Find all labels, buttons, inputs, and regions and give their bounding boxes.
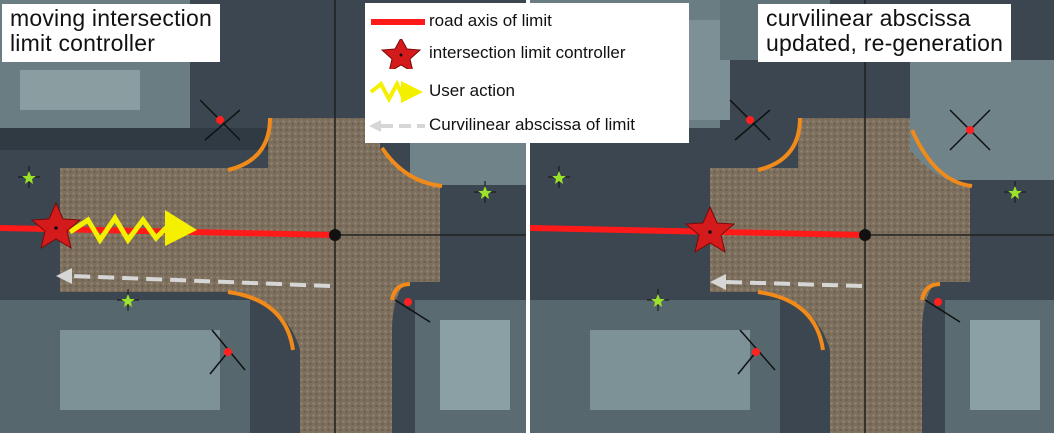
grey-dashed-arrow-icon [369,120,425,132]
yellow-arrow-icon [369,79,423,104]
curb-line [380,146,443,188]
intersection-pavement [60,118,440,433]
legend-label: User action [429,81,515,100]
legend-item-controller: intersection limit controller [365,39,689,69]
legend-item-user-action: User action [365,77,689,107]
curb-line [757,290,825,351]
curb-line [757,117,802,172]
node-marker [729,99,771,141]
curvilinear-abscissa-arrow [710,274,863,290]
caption-line-2: updated, re-generation [766,30,1004,56]
node-marker [737,329,776,375]
curb-line [227,117,272,172]
curvilinear-abscissa-arrow [56,268,331,288]
curb-line [390,282,411,301]
curb-line [227,290,295,351]
node-marker [209,329,246,375]
legend-item-abscissa: Curvilinear abscissa of limit [365,111,689,141]
legend-label: intersection limit controller [429,43,626,62]
green-star-marker [474,181,496,203]
building-block [410,140,526,185]
caption-line-2: limit controller [10,30,156,56]
panel-left-caption: moving intersection limit controller [2,4,220,62]
red-star-icon [380,39,422,69]
building-block [910,60,1054,180]
panel-divider [526,0,530,433]
user-action-arrow [68,210,197,246]
legend-label: road axis of limit [429,11,552,30]
green-star-marker [548,166,570,188]
node-marker [394,298,431,323]
green-star-marker [117,289,139,311]
green-star-marker [647,289,669,311]
node-marker [199,99,241,141]
legend: road axis of limit intersection limit co… [365,3,689,143]
caption-line-1: curvilinear abscissa [766,5,971,31]
legend-label: Curvilinear abscissa of limit [429,115,635,134]
node-marker [949,109,991,151]
axis-end-node [329,229,341,241]
node-marker [924,298,961,323]
intersection-limit-controller-star [30,201,82,250]
panel-right-caption: curvilinear abscissa updated, re-generat… [758,4,1012,62]
green-star-marker [1004,181,1026,203]
red-line-icon [371,19,425,25]
legend-item-road-axis: road axis of limit [365,7,689,37]
caption-line-1: moving intersection [10,5,212,31]
intersection-limit-controller-star [684,205,736,254]
intersection-pavement [710,118,970,433]
curb-line [920,282,941,301]
axis-end-node [859,229,871,241]
green-star-marker [18,166,40,188]
curb-line [910,129,973,188]
